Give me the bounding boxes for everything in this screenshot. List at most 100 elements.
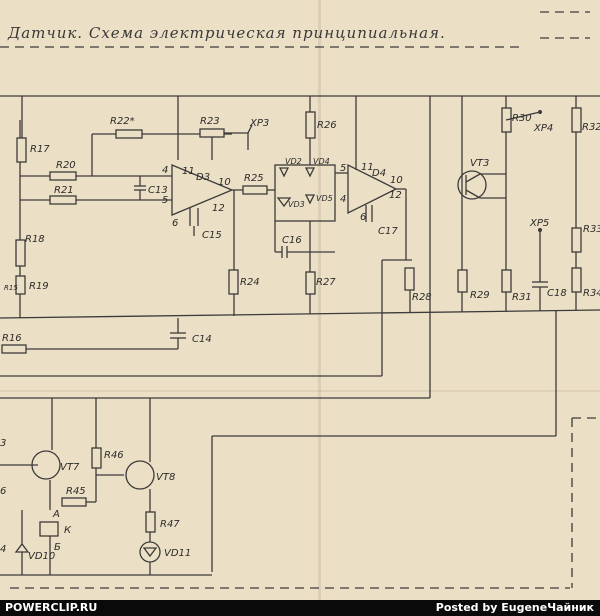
label-r47: R47 [160,519,180,530]
pin-label: 10 [390,175,403,186]
opamp-d3 [171,164,234,216]
label-r28: R28 [412,292,432,303]
label-r29: R29 [470,290,490,301]
label-r22: R22* [110,116,135,127]
label-vt3: VT3 [470,158,489,169]
label-c17: C17 [378,226,398,237]
pin-label: 12 [389,190,402,201]
label-r32: R32 [582,122,600,133]
label-r34: R34 [583,288,600,299]
label-r24: R24 [240,277,260,288]
resistor-r33 [571,227,582,253]
label-xp5: XP5 [529,218,549,229]
label-r18: R18 [25,234,45,245]
label-c13: C13 [148,185,168,196]
label-r20: R20 [56,160,76,171]
pin-label: 12 [212,203,225,214]
label-r31: R31 [512,292,532,303]
pin-label: 11 [361,162,374,173]
posted-by: Posted by EugeneЧайник [435,601,594,614]
resistor-r31 [501,269,512,293]
label-c14: C14 [192,334,212,345]
resistor-r28 [404,267,415,291]
resistor-r17 [16,137,27,163]
pin-label: 4 [340,194,346,205]
label-vt8: VT8 [156,472,175,483]
schematic-title: Датчик. Схема электрическая принципиальн… [7,24,446,42]
pin-label: 4 [0,544,6,555]
resistor-r34 [571,267,582,293]
transistor-vt8 [125,460,155,490]
label-r17: R17 [30,144,50,155]
label-vd4: VD4 [313,157,330,166]
label-r19: R19 [29,281,49,292]
resistor-r26 [305,111,316,139]
opamp-d4 [347,163,398,215]
site-name[interactable]: POWERCLIP.RU [5,601,98,614]
pin-label: 5 [340,163,346,174]
label-r15: R15 [4,284,18,292]
label-d4: D4 [372,168,386,179]
label-relay-b: Б [54,542,61,553]
label-r26: R26 [317,120,337,131]
pin-label: 11 [182,166,195,177]
label-xp3: XP3 [249,118,269,129]
label-vd11: VD11 [164,548,191,559]
diode-bridge [274,164,336,222]
label-c15: C15 [202,230,222,241]
diode-vd3 [276,197,292,208]
pin-label: 6 [0,486,6,497]
label-relay-a: А [52,509,60,520]
label-r30: R30 [512,113,532,124]
label-r16: R16 [2,333,22,344]
label-vd2: VD2 [285,157,302,166]
label-r27: R27 [316,277,336,288]
label-relay-k: К [64,525,72,536]
resistor-r29 [457,269,468,293]
resistor-r46 [91,447,102,469]
label-c16: C16 [282,235,302,246]
label-r46: R46 [104,450,124,461]
resistor-r20 [49,171,77,181]
footer-bar: POWERCLIP.RU Posted by EugeneЧайник [0,600,600,616]
relay-coil [39,521,59,537]
label-xp4: XP4 [533,123,553,134]
resistor-r18 [15,239,26,267]
transistor-vt3 [457,170,487,200]
resistor-r25 [242,185,268,195]
resistor-r16 [1,344,27,354]
resistor-r24 [228,269,239,295]
pin-label: 6 [172,218,178,229]
resistor-r27 [305,271,316,295]
resistor-r22 [115,129,143,139]
diode-vd5 [304,194,316,205]
paper-fold-vertical [318,0,321,600]
label-r33: R33 [583,224,600,235]
label-vd10: VD10 [28,551,55,562]
pin-label: 5 [162,195,168,206]
label-c18: C18 [547,288,567,299]
pin-label: 10 [218,177,231,188]
label-r23: R23 [200,116,220,127]
label-r21: R21 [54,185,74,196]
pin-label: 4 [162,165,168,176]
label-vt7: VT7 [60,462,80,473]
resistor-r21 [49,195,77,205]
resistor-r47 [145,511,156,533]
resistor-r32 [571,107,582,133]
paper-fold-horizontal [0,390,600,392]
pin-label: 6 [360,212,366,223]
label-r45: R45 [66,486,86,497]
diode-vd4 [304,167,316,178]
resistor-r23 [199,128,225,138]
schematic-drawing: Датчик. Схема электрическая принципиальн… [0,11,600,589]
diode-vd2 [278,167,290,178]
schematic-sheet: Датчик. Схема электрическая принципиальн… [0,0,600,600]
label-vd5: VD5 [316,194,333,203]
resistor-r45 [61,497,87,507]
label-vd3: VD3 [288,200,305,209]
diode-vd10 [14,542,30,553]
bottom-rail [0,309,600,319]
resistor-r19 [15,275,26,295]
label-r25: R25 [244,173,264,184]
